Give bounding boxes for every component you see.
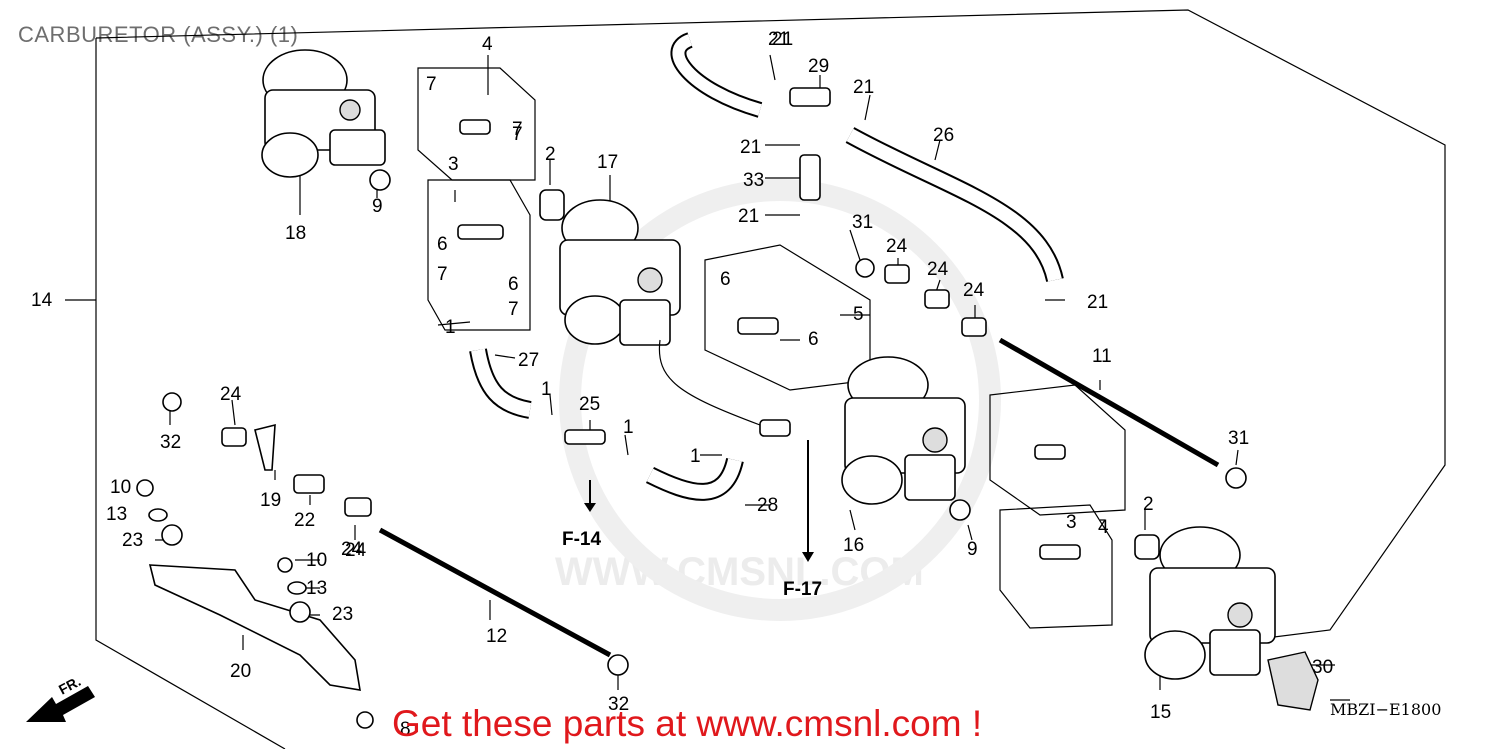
callout-29: 29	[808, 56, 829, 77]
callout-27: 27	[518, 350, 539, 371]
promo-banner[interactable]: Get these parts at www.cmsnl.com !	[392, 703, 983, 744]
carburetor-17	[559, 199, 681, 346]
rod-12	[378, 527, 612, 658]
callout-21: 21	[768, 29, 789, 50]
callout-17: 17	[597, 152, 618, 173]
callout-3: 3	[448, 154, 459, 175]
assembly-frame	[95, 9, 1446, 641]
bracket-20	[148, 564, 361, 691]
cable	[658, 339, 761, 426]
callout-12: 12	[486, 626, 507, 647]
callout-31: 31	[852, 212, 873, 233]
callout-7: 7	[508, 299, 519, 320]
callout-1: 1	[445, 317, 456, 338]
fr-arrow-icon	[26, 686, 95, 722]
callout-23: 23	[122, 530, 143, 551]
callout-9: 9	[967, 539, 978, 560]
callout-21: 21	[772, 29, 793, 50]
callout-31: 31	[1228, 428, 1249, 449]
assembly-frame-left	[95, 38, 286, 749]
callout-6: 6	[808, 329, 819, 350]
part-30	[1267, 651, 1319, 711]
callout-24: 24	[345, 540, 367, 561]
callout-7: 7	[426, 74, 437, 95]
callout-23: 23	[332, 604, 353, 625]
callout-7: 7	[512, 124, 523, 145]
callout-25: 25	[579, 394, 600, 415]
callout-2: 2	[545, 144, 556, 165]
callout-14: 14	[31, 290, 53, 311]
callout-10: 10	[110, 477, 131, 498]
callout-13: 13	[106, 504, 127, 525]
callout-5: 5	[853, 304, 864, 325]
callout-8: 8	[400, 719, 411, 740]
callout-2: 2	[1143, 494, 1154, 515]
bracket-5	[704, 244, 871, 391]
callout-13: 13	[306, 578, 327, 599]
callout-22: 22	[294, 510, 315, 531]
small-parts	[136, 87, 1247, 729]
callout-32: 32	[608, 694, 629, 715]
callout-4: 4	[482, 34, 493, 55]
callout-20: 20	[230, 661, 251, 682]
callout-28: 28	[757, 495, 778, 516]
callout-24: 24	[927, 259, 949, 280]
callout-24: 24	[341, 539, 363, 560]
callout-24: 24	[886, 236, 908, 257]
rod-11	[998, 337, 1220, 468]
bracket-3-upper	[427, 179, 531, 331]
callout-18: 18	[285, 223, 306, 244]
callout-4: 4	[1098, 517, 1109, 538]
callout-1: 1	[623, 417, 634, 438]
carburetor-18	[261, 49, 386, 178]
callout-1: 1	[690, 446, 701, 467]
callout-7: 7	[512, 119, 523, 140]
ref-f17: F-17	[783, 579, 822, 600]
callout-6: 6	[720, 269, 731, 290]
callout-26: 26	[933, 125, 954, 146]
callout-7: 7	[437, 264, 448, 285]
callout-15: 15	[1150, 702, 1171, 723]
callout-11: 11	[1092, 346, 1112, 367]
carburetor-16	[841, 356, 966, 505]
callout-3: 3	[1066, 512, 1077, 533]
callout-21: 21	[740, 137, 761, 158]
ref-f14: F-14	[562, 529, 602, 550]
carburetor-15	[1144, 526, 1276, 680]
bracket-3-lower	[999, 504, 1113, 629]
callout-16: 16	[843, 535, 864, 556]
callout-21: 21	[738, 206, 759, 227]
callout-21: 21	[1087, 292, 1108, 313]
diagram-code: MBZI−E1800	[1330, 700, 1442, 719]
callout-1: 1	[541, 379, 552, 400]
callout-21: 21	[853, 77, 874, 98]
callout-32: 32	[160, 432, 181, 453]
bracket-4-upper	[417, 67, 536, 181]
callout-19: 19	[260, 490, 281, 511]
callout-33: 33	[743, 170, 764, 191]
callout-6: 6	[437, 234, 448, 255]
callout-24: 24	[220, 384, 242, 405]
callout-9: 9	[372, 196, 383, 217]
callout-6: 6	[508, 274, 519, 295]
callout-30: 30	[1312, 657, 1333, 678]
callout-10: 10	[306, 550, 327, 571]
callout-24: 24	[963, 280, 985, 301]
